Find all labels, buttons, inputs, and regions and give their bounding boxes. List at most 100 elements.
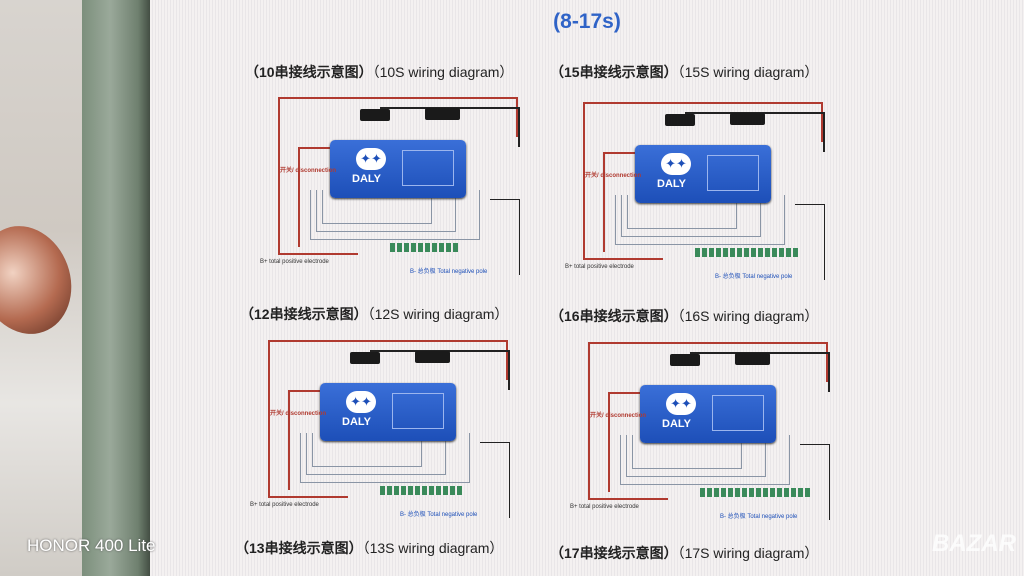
- cell-connectors: [390, 243, 458, 252]
- switch-label: 开关/ disconnection: [270, 411, 327, 417]
- cell-connector: [798, 488, 803, 497]
- cell-connector: [721, 488, 726, 497]
- negative-label: B- 总负极 Total negative pole: [715, 274, 793, 280]
- daly-logo-icon: ✦✦: [661, 153, 691, 175]
- cell-connector: [439, 243, 444, 252]
- diagram-caption: （13串接线示意图）（13S wiring diagram）: [235, 538, 503, 558]
- brand-label: DALY: [662, 418, 691, 430]
- brand-label: DALY: [342, 416, 371, 428]
- cell-connector: [394, 486, 399, 495]
- cell-connector: [793, 248, 798, 257]
- spec-label: [712, 395, 764, 431]
- caption-en: （16S wiring diagram）: [677, 308, 819, 324]
- cell-connector: [446, 243, 451, 252]
- wire: [583, 102, 585, 260]
- cell-connector: [425, 243, 430, 252]
- cell-connector: [730, 248, 735, 257]
- switch-module: [665, 114, 695, 126]
- wire: [608, 392, 642, 492]
- cell-connector: [742, 488, 747, 497]
- cell-connector: [401, 486, 406, 495]
- wiring-diagram: ✦✦ DALY 开关/ disconnection B+ total posit…: [250, 338, 520, 518]
- cell-connector: [744, 248, 749, 257]
- bluetooth-module: [425, 108, 460, 120]
- positive-label: B+ total positive electrode: [565, 264, 634, 270]
- wiring-diagram: ✦✦ DALY 开关/ disconnection B+ total posit…: [565, 100, 835, 280]
- wiring-diagram: ✦✦ DALY 开关/ disconnection B+ total posit…: [260, 95, 530, 275]
- monitor-screen: (8-17s) （10串接线示意图）（10S wiring diagram） （1…: [150, 0, 1024, 576]
- daly-logo-icon: ✦✦: [666, 393, 696, 415]
- brand-label: DALY: [352, 173, 381, 185]
- cell-connector: [443, 486, 448, 495]
- cell-connectors: [695, 248, 798, 257]
- wire: [268, 496, 348, 498]
- sense-wires: [615, 195, 785, 245]
- cell-connector: [749, 488, 754, 497]
- cell-connector: [390, 243, 395, 252]
- negative-label: B- 总负极 Total negative pole: [410, 269, 488, 275]
- caption-en: （15S wiring diagram）: [677, 64, 819, 80]
- positive-label: B+ total positive electrode: [250, 502, 319, 508]
- negative-label: B- 总负极 Total negative pole: [720, 514, 798, 520]
- cell-connector: [707, 488, 712, 497]
- cell-connector: [429, 486, 434, 495]
- lamp: [0, 212, 87, 348]
- cell-connector: [453, 243, 458, 252]
- cell-connector: [805, 488, 810, 497]
- background-room: [0, 0, 90, 576]
- cell-connector: [411, 243, 416, 252]
- cell-connector: [457, 486, 462, 495]
- cell-connector: [418, 243, 423, 252]
- cell-connector: [695, 248, 700, 257]
- cell-connector: [387, 486, 392, 495]
- phone-watermark: HONOR 400 Lite: [27, 536, 156, 555]
- monitor-bezel: [82, 0, 152, 576]
- cell-connector: [404, 243, 409, 252]
- brand-label: DALY: [657, 178, 686, 190]
- cell-connector: [380, 486, 385, 495]
- diagram-caption: （15串接线示意图）（15S wiring diagram）: [550, 62, 818, 82]
- bluetooth-module: [735, 353, 770, 365]
- caption-en: （17S wiring diagram）: [677, 545, 819, 561]
- wire: [288, 390, 322, 490]
- sense-wires: [632, 435, 742, 469]
- switch-module: [360, 109, 390, 121]
- cell-connector: [714, 488, 719, 497]
- site-watermark: BAZAR: [932, 530, 1016, 557]
- cell-connector: [436, 486, 441, 495]
- wire: [278, 97, 280, 255]
- sense-wires: [626, 435, 766, 477]
- caption-cn: （13串接线示意图）: [235, 540, 363, 556]
- spec-label: [402, 150, 454, 186]
- switch-module: [350, 352, 380, 364]
- cell-connector: [709, 248, 714, 257]
- switch-label: 开关/ disconnection: [590, 413, 647, 419]
- page-title: (8-17s): [553, 10, 621, 33]
- cell-connector: [432, 243, 437, 252]
- wire: [583, 258, 663, 260]
- sense-wires: [621, 195, 761, 237]
- sense-wires: [300, 433, 470, 483]
- caption-cn: （10串接线示意图）: [245, 64, 373, 80]
- daly-logo-icon: ✦✦: [346, 391, 376, 413]
- cell-connector: [777, 488, 782, 497]
- negative-label: B- 总负极 Total negative pole: [400, 512, 478, 518]
- cell-connector: [786, 248, 791, 257]
- cell-connector: [791, 488, 796, 497]
- cell-connector: [756, 488, 761, 497]
- caption-cn: （12串接线示意图）: [240, 306, 368, 322]
- caption-en: （12S wiring diagram）: [367, 306, 509, 322]
- diagram-caption: （17串接线示意图）（17S wiring diagram）: [550, 543, 818, 563]
- cell-connector: [700, 488, 705, 497]
- cell-connector: [772, 248, 777, 257]
- positive-label: B+ total positive electrode: [570, 504, 639, 510]
- wire: [268, 340, 270, 498]
- cell-connector: [702, 248, 707, 257]
- switch-module: [670, 354, 700, 366]
- diagram-caption: （12串接线示意图）（12S wiring diagram）: [240, 304, 508, 324]
- caption-en: （10S wiring diagram）: [372, 64, 514, 80]
- cell-connector: [758, 248, 763, 257]
- cell-connector: [770, 488, 775, 497]
- sense-wires: [310, 190, 480, 240]
- bluetooth-module: [730, 113, 765, 125]
